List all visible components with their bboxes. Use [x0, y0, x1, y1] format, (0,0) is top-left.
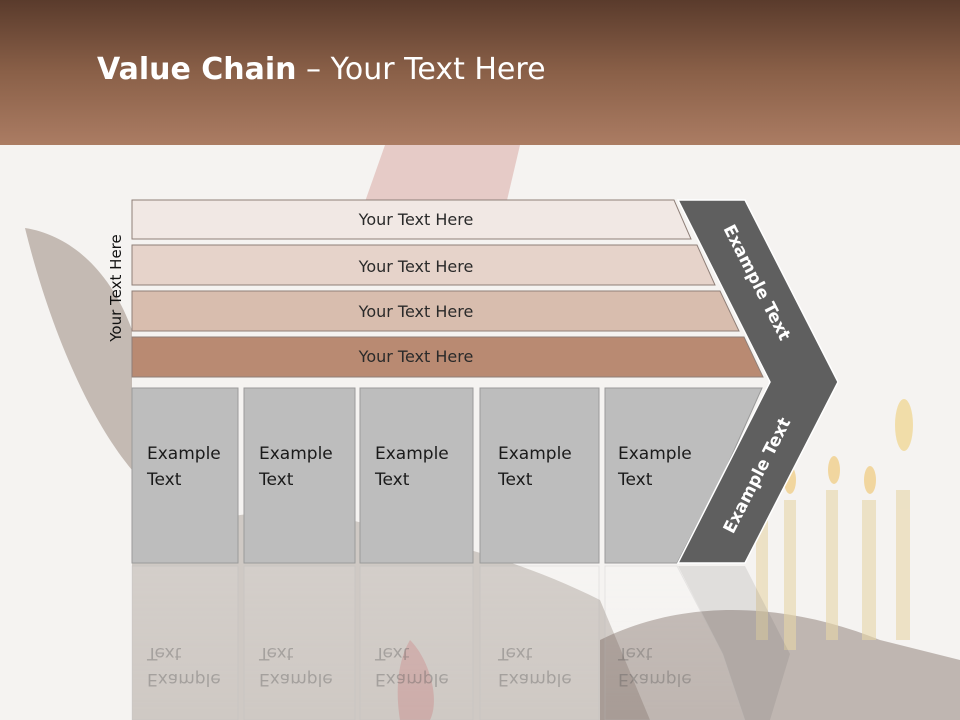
- reflection-box-2-line2: Text: [258, 643, 294, 663]
- reflection-box-1-line1: Example: [147, 669, 221, 689]
- support-activities: Your Text Here Your Text Here Your Text …: [131, 199, 764, 378]
- primary-box-5-line2: Text: [617, 470, 653, 490]
- reflection-text: Example Text Example Text Example Text E…: [146, 643, 692, 689]
- reflection-box-1-line2: Text: [146, 643, 182, 663]
- reflection-box-2-line1: Example: [259, 669, 333, 689]
- support-row-3: [131, 290, 740, 332]
- support-row-2: [131, 244, 716, 286]
- primary-box-2-line2: Text: [258, 470, 294, 490]
- support-row-1: [131, 199, 692, 240]
- primary-box-4-line1: Example: [498, 444, 572, 464]
- primary-box-4-line2: Text: [497, 470, 533, 490]
- reflection: [131, 565, 790, 720]
- support-row-2-label: Your Text Here: [358, 257, 474, 276]
- primary-box-1-line1: Example: [147, 444, 221, 464]
- primary-activities: Example Text Example Text Example Text E…: [131, 387, 763, 564]
- primary-box-5-line1: Example: [618, 444, 692, 464]
- primary-box-1-line2: Text: [146, 470, 182, 490]
- reflection-box-4-line2: Text: [497, 643, 533, 663]
- primary-box-3-line2: Text: [374, 470, 410, 490]
- support-row-1-label: Your Text Here: [358, 210, 474, 229]
- primary-box-3-line1: Example: [375, 444, 449, 464]
- chevron-shape: [676, 199, 839, 564]
- reflection-box-4-line1: Example: [498, 669, 572, 689]
- title-bold: Value Chain: [97, 52, 297, 87]
- side-label: Your Text Here: [107, 234, 125, 342]
- title-rest: – Your Text Here: [296, 52, 546, 87]
- reflection-box-3-line1: Example: [375, 669, 449, 689]
- support-row-3-label: Your Text Here: [358, 302, 474, 321]
- primary-box-2-line1: Example: [259, 444, 333, 464]
- primary-box-3: [359, 387, 474, 564]
- slide-header: [0, 0, 960, 145]
- support-row-4-label: Your Text Here: [358, 347, 474, 366]
- slide-title: Value Chain – Your Text Here: [97, 52, 546, 87]
- primary-box-1: [131, 387, 239, 564]
- primary-box-4: [479, 387, 600, 564]
- margin-chevron: Example Text Example Text: [676, 199, 839, 564]
- reflection-box-5-line2: Text: [617, 643, 653, 663]
- reflection-box-3-line2: Text: [374, 643, 410, 663]
- support-row-4: [131, 336, 764, 378]
- reflection-box-5-line1: Example: [618, 669, 692, 689]
- primary-box-2: [243, 387, 356, 564]
